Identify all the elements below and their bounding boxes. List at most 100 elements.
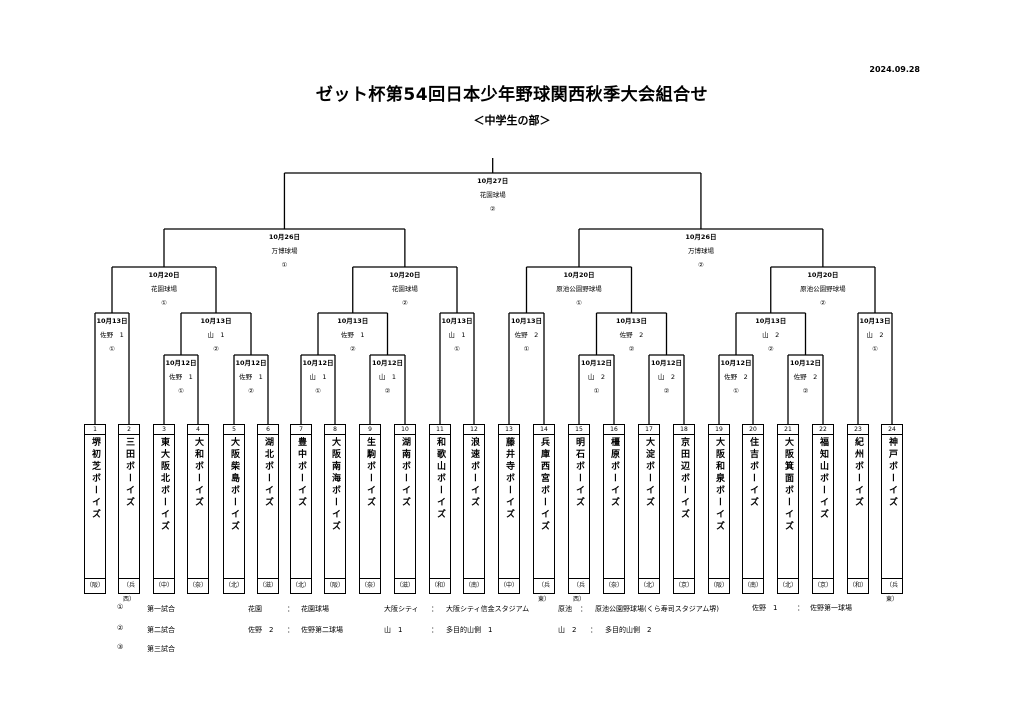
- team-name: 神戸ボーイズ: [887, 437, 897, 509]
- match-date: 10月13日: [200, 317, 232, 325]
- match-date: 10月12日: [580, 359, 613, 367]
- match-date: 10月20日: [563, 271, 595, 279]
- team-number: 7: [291, 425, 311, 435]
- legend-venue-yama1-abbr: 山 1: [384, 626, 403, 634]
- team-name: 大阪柴島ボーイズ: [229, 437, 239, 533]
- team-region: （滋）: [395, 578, 415, 593]
- match-game-number: ①: [281, 261, 288, 269]
- legend-venue-hanazono-full: 花園球場: [301, 605, 329, 613]
- team-number: 16: [604, 425, 624, 435]
- team-name: 東大阪北ボーイズ: [159, 437, 169, 533]
- legend-venue-sano2-sep: ：: [287, 626, 294, 634]
- match-label: 10月26日万博球場 ②: [685, 230, 716, 272]
- legend-venue-osakacity-full: 大阪シティ信金スタジアム: [446, 605, 530, 613]
- legend-venue-sano1-abbr: 佐野 1: [752, 604, 778, 612]
- match-venue: 佐野 2: [724, 373, 748, 381]
- legend-venue-sano2-full: 佐野第二球場: [301, 626, 343, 634]
- team-number: 23: [848, 425, 868, 435]
- legend-venue-yama2-sep: ：: [590, 626, 597, 634]
- team-region: （兵西）: [569, 578, 589, 603]
- match-venue: 原池公園野球場: [800, 285, 846, 293]
- match-date: 10月12日: [235, 359, 267, 367]
- match-game-number: ①: [161, 299, 167, 307]
- legend-venue-osakacity-sep: ：: [431, 605, 438, 613]
- team-name: 大阪和泉ボーイズ: [714, 437, 724, 533]
- team-region: （奈）: [188, 578, 208, 593]
- match-venue: 万博球場: [687, 247, 714, 255]
- match-game-number: ②: [401, 299, 408, 307]
- match-date: 10月20日: [148, 271, 180, 279]
- match-venue: 原池公園野球場: [556, 285, 602, 293]
- team-name: 大和ボーイズ: [193, 437, 203, 509]
- page-subtitle: ＜中学生の部＞: [473, 114, 551, 127]
- team-name: 兵庫西宮ボーイズ: [539, 437, 549, 533]
- team-region: （北）: [778, 578, 798, 593]
- match-venue: 花園球場: [391, 285, 418, 293]
- team-region: （阪）: [85, 578, 105, 593]
- match-venue: 山 1: [448, 331, 466, 339]
- match-venue: 佐野 2: [619, 331, 644, 339]
- team-region: （南）: [743, 578, 763, 593]
- legend-venue-haraike-sep: ：: [580, 605, 587, 613]
- match-game-number: ①: [523, 345, 530, 353]
- match-game-number: ②: [489, 205, 496, 213]
- team-region: （阪）: [325, 578, 345, 593]
- team-number: 15: [569, 425, 589, 435]
- match-venue: 佐野 1: [239, 373, 263, 381]
- match-game-number: ②: [802, 387, 809, 395]
- team-number: 21: [778, 425, 798, 435]
- team-number: 3: [154, 425, 174, 435]
- match-date: 10月13日: [859, 317, 891, 325]
- match-venue: 山 2: [762, 331, 780, 339]
- match-venue: 佐野 1: [100, 331, 124, 339]
- match-venue: 佐野 1: [340, 331, 365, 339]
- team-name: 藤井寺ボーイズ: [504, 437, 514, 521]
- team-name: 三田ボーイズ: [124, 437, 134, 509]
- team-region: （北）: [224, 578, 244, 593]
- team-number: 11: [430, 425, 450, 435]
- match-game-number: ①: [454, 345, 460, 353]
- match-game-number: ②: [698, 261, 704, 269]
- legend-game-1-mark: ①: [117, 603, 124, 611]
- match-venue: 万博球場: [271, 247, 298, 255]
- legend-venue-yama1-full: 多目的山側 1: [446, 626, 493, 634]
- team-region: （北）: [639, 578, 659, 593]
- match-date: 10月12日: [789, 359, 822, 367]
- team-region: （兵東）: [534, 578, 554, 603]
- match-date: 10月13日: [441, 317, 473, 325]
- team-number: 10: [395, 425, 415, 435]
- team-number: 24: [882, 425, 902, 435]
- team-name: 生駒ボーイズ: [365, 437, 375, 509]
- team-number: 17: [639, 425, 659, 435]
- team-name: 大阪南海ボーイズ: [330, 437, 340, 533]
- match-date: 10月13日: [337, 317, 369, 325]
- match-date: 10月26日: [685, 233, 717, 241]
- legend-venue-hanazono-abbr: 花園: [248, 605, 262, 613]
- match-date: 10月12日: [371, 359, 404, 367]
- match-venue: 佐野 2: [793, 373, 818, 381]
- legend-game-2-mark: ②: [117, 624, 124, 632]
- legend-venue-yama2-full: 多目的山側 2: [605, 626, 652, 634]
- legend-game-1-label: 第一試合: [147, 605, 175, 613]
